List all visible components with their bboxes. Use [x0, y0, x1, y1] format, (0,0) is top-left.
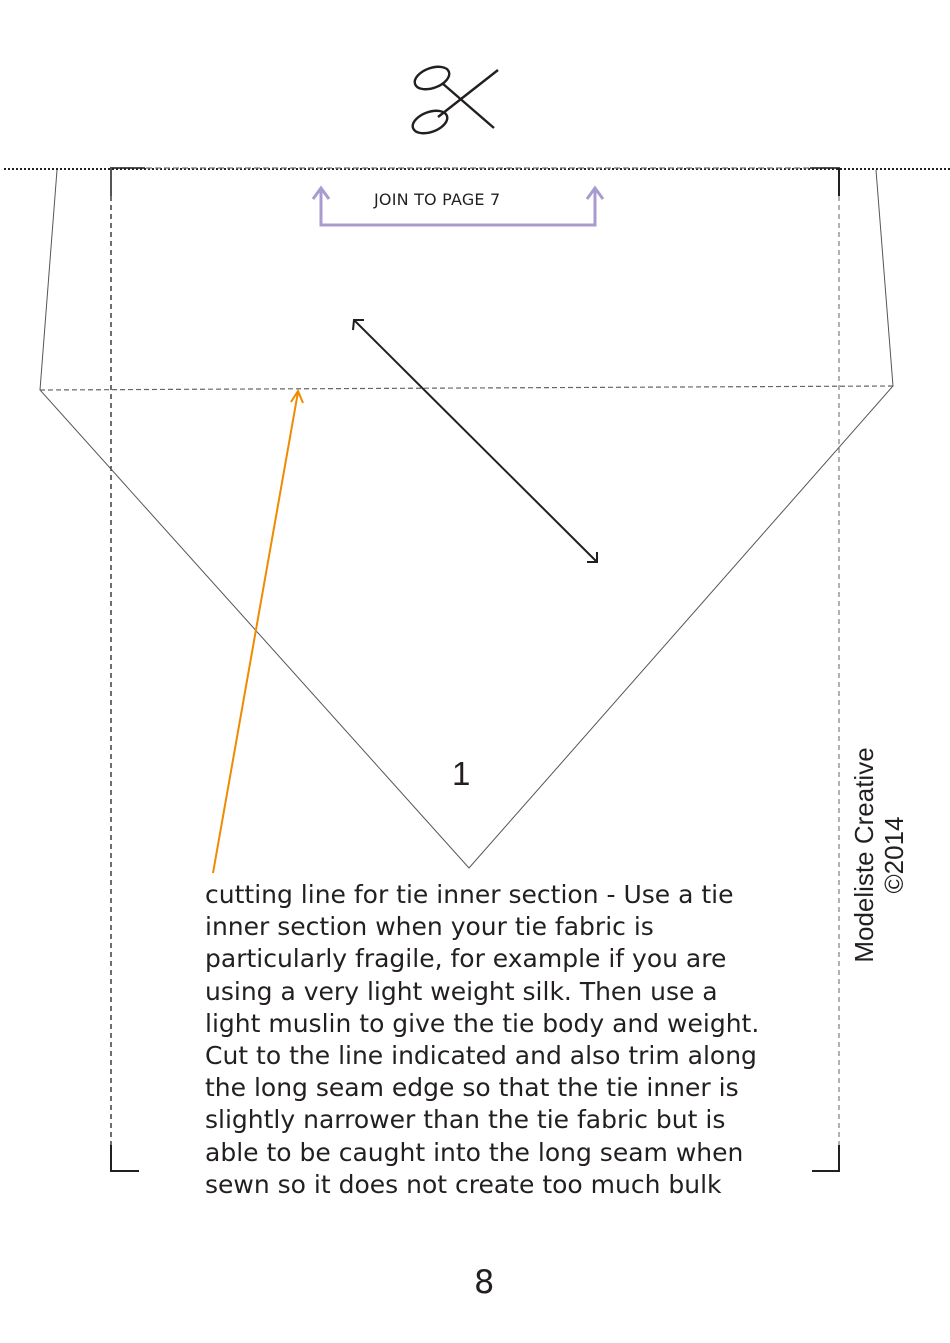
note-line: able to be caught into the long seam whe…	[205, 1137, 744, 1167]
note-line: slightly narrower than the tie fabric bu…	[205, 1105, 726, 1135]
up-arrow-icon	[585, 185, 605, 200]
up-arrow-icon	[311, 185, 331, 200]
note-line: particularly fragile, for example if you…	[205, 944, 727, 974]
instruction-note: cutting line for tie inner section - Use…	[205, 879, 845, 1201]
corner-mark-bottom-left	[110, 1145, 139, 1172]
note-line: the long seam edge so that the tie inner…	[205, 1073, 739, 1103]
page-number: 8	[474, 1263, 495, 1301]
note-line: sewn so it does not create too much bulk	[205, 1169, 722, 1199]
note-line: using a very light weight silk. Then use…	[205, 976, 718, 1006]
copyright-year: ©2014	[879, 816, 909, 894]
copyright-credit: Modeliste Creative ©2014	[849, 735, 909, 975]
note-line: Cut to the line indicated and also trim …	[205, 1041, 757, 1071]
inner-cutting-line	[39, 385, 894, 391]
note-line: cutting line for tie inner section - Use…	[205, 880, 734, 909]
note-line: light muslin to give the tie body and we…	[205, 1008, 760, 1038]
tie-outline	[39, 169, 894, 869]
note-line: inner section when your tie fabric is	[205, 912, 654, 942]
corner-mark-bottom-right	[812, 1145, 840, 1172]
join-bracket	[311, 185, 605, 227]
orange-leader-arrow-icon	[212, 388, 304, 874]
brand-name: Modeliste Creative	[849, 747, 879, 963]
grainline-double-arrow-icon	[352, 319, 598, 563]
join-to-page-label: JOIN TO PAGE 7	[374, 190, 501, 209]
piece-number: 1	[452, 755, 471, 792]
scissors-icon	[411, 65, 499, 135]
